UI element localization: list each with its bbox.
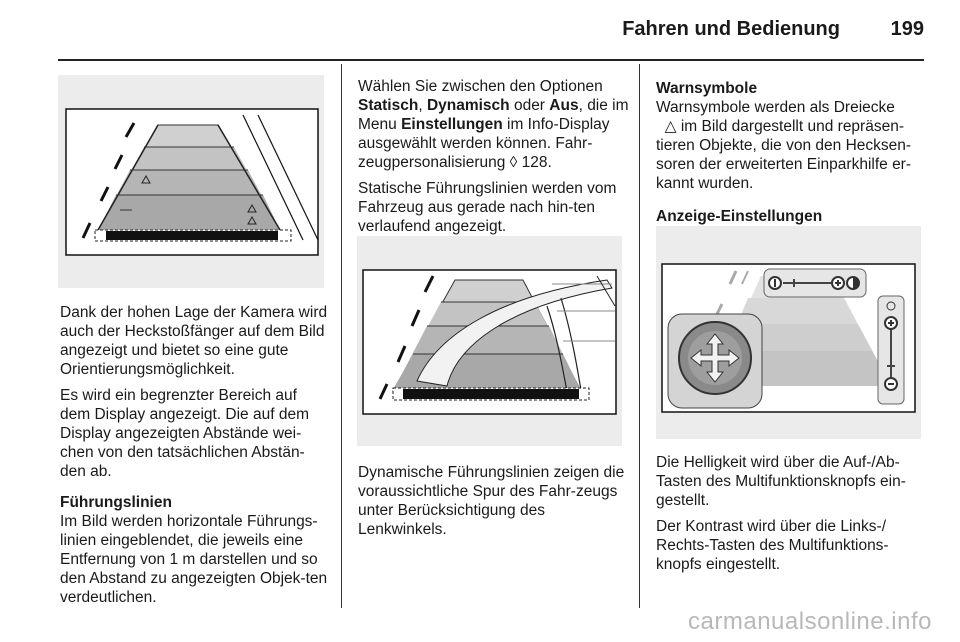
col1-paragraph-2: Es wird ein begrenzter Bereich auf dem D… [60,387,309,480]
column-divider-right [639,64,640,608]
menu-settings: Einstellungen [401,116,503,133]
col3-paragraph-3: Der Kontrast wird über die Links-/ Recht… [656,518,889,573]
col2-p1-a: Wählen Sie zwischen den Optionen [358,78,603,95]
reference-arrow-icon: ◊ [509,154,518,171]
figure-static-guidelines [58,75,324,288]
col3-paragraph-1: Warnsymbole werden als Dreiecke △ im Bil… [656,98,922,193]
col2-p1-c: oder [509,97,550,114]
option-dynamic: Dynamisch [426,97,510,114]
figure-dynamic-guidelines [357,236,622,446]
col2-p1-e: im Info-Display ausgewählt werden können… [358,116,610,171]
col2-p1-f: 128. [517,154,552,171]
col2-paragraph-3: Dynamische Führungslinien zeigen die vor… [358,464,625,538]
col1-paragraph-1: Dank der hohen Lage der Kamera wird auch… [60,304,328,378]
col2-paragraph-2: Statische Führungslinien werden vom Fahr… [358,180,617,235]
page-header-title: Fahren und Bedienung [622,18,840,40]
warning-triangle-icon: △ [664,118,677,135]
watermark: carmanualsonline.info [688,608,932,635]
header-rule [58,59,924,61]
option-static: Statisch [358,97,419,114]
col3-p1-b: im Bild dargestellt und repräsen-tieren … [656,118,912,192]
heading-display-settings: Anzeige-Einstellungen [656,208,823,225]
col2-p1-d: , die im Menu [358,97,629,133]
col2-p1-b: , [418,97,427,114]
heading-warning-symbols: Warnsymbole [656,80,758,97]
option-off: Aus [549,97,579,114]
col3-paragraph-2: Die Helligkeit wird über die Auf-/Ab-Tas… [656,454,906,509]
page-number: 199 [890,18,924,40]
figure-display-settings [656,226,921,439]
col3-p1-a: Warnsymbole werden als Dreiecke [656,99,895,116]
col1-paragraph-3: Im Bild werden horizontale Führungs-lini… [60,513,328,606]
col2-paragraph-1: Wählen Sie zwischen den Optionen Statisc… [358,77,630,172]
col1-heading: Führungslinien [60,494,172,511]
column-divider-left [341,64,342,608]
